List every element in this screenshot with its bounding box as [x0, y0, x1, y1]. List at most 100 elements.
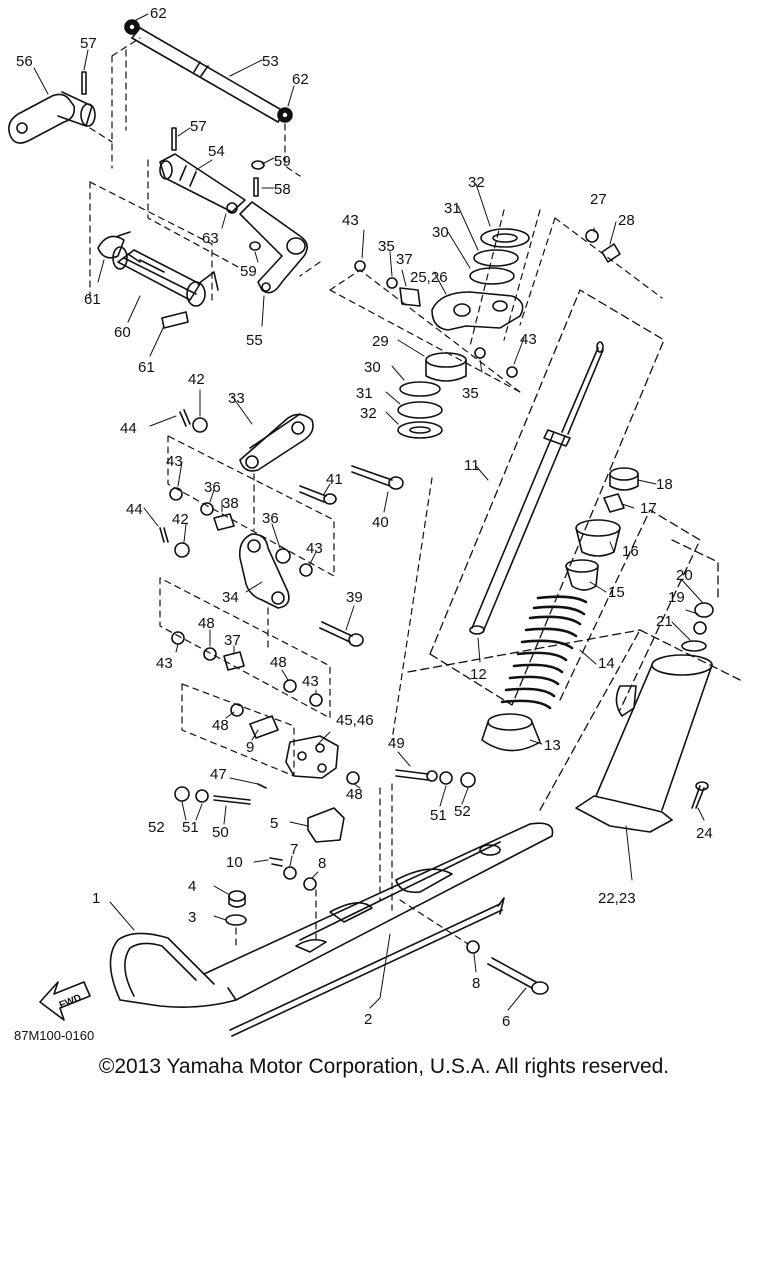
callout-16: 16: [622, 543, 639, 560]
callout-6: 6: [502, 1013, 510, 1030]
callout-36a: 36: [204, 479, 221, 496]
collar-38: [213, 513, 235, 531]
callout-11: 11: [464, 457, 480, 474]
pin-44-low: [159, 527, 169, 543]
washer-51-right: [439, 771, 453, 785]
callout-31a: 31: [444, 200, 461, 217]
callout-35a: 35: [378, 238, 395, 255]
callout-42a: 42: [188, 371, 205, 388]
callout-48c: 48: [212, 717, 229, 734]
bushing-29: [425, 352, 467, 382]
link-34: [238, 533, 290, 609]
bump-stop-17: [603, 493, 625, 513]
callout-59a: 59: [274, 153, 291, 170]
callout-35b: 35: [462, 385, 479, 402]
link-33: [239, 413, 314, 472]
callout-30b: 30: [364, 359, 381, 376]
mount-45-46: [285, 735, 339, 779]
callout-51b: 51: [430, 807, 447, 824]
bushing-48-a: [203, 647, 217, 661]
callout-5: 5: [270, 815, 278, 832]
bolt-40: [351, 465, 404, 490]
callout-43d: 43: [306, 540, 323, 557]
nut-43-a: [169, 487, 183, 501]
callout-3: 3: [188, 909, 196, 926]
callout-59b: 59: [240, 263, 257, 280]
callout-7: 7: [290, 841, 298, 858]
callout-50: 50: [212, 824, 229, 841]
callout-43f: 43: [302, 673, 319, 690]
seat-18: [609, 467, 639, 491]
callout-61b: 61: [138, 359, 155, 376]
collar-9: [249, 715, 279, 739]
pin-57-mid: [171, 127, 177, 151]
callout-36b: 36: [262, 510, 279, 527]
shock-group-11: [407, 289, 665, 706]
nut-43-c: [171, 631, 185, 645]
washer-19: [693, 621, 707, 635]
callout-40: 40: [372, 514, 389, 531]
shaft-54: [159, 153, 246, 213]
callout-43c: 43: [166, 453, 183, 470]
nut-52-right: [460, 772, 476, 788]
callout-48d: 48: [346, 786, 363, 803]
nut-4: [228, 890, 246, 908]
bushing-48-d: [346, 771, 360, 785]
upper-cluster-lines: [329, 209, 663, 393]
bolt-41: [299, 485, 337, 505]
nut-43-d: [309, 693, 323, 707]
pin-58: [253, 177, 259, 197]
callout-43e: 43: [156, 655, 173, 672]
callout-48a: 48: [198, 615, 215, 632]
callout-44a: 44: [120, 420, 137, 437]
callout-42b: 42: [172, 511, 189, 528]
callout-51a: 51: [182, 819, 199, 836]
pin-57-left: [81, 71, 87, 95]
callout-45-46: 45,46: [336, 712, 374, 729]
callout-4: 4: [188, 878, 196, 895]
nut-43-b: [299, 563, 313, 577]
washer-3: [225, 914, 247, 926]
callout-53: 53: [262, 53, 279, 70]
callout-10: 10: [226, 854, 243, 871]
callout-38: 38: [222, 495, 239, 512]
ring-63: [226, 202, 238, 214]
grip-60: [112, 246, 219, 307]
parts-exploded-diagram: 1 2 3 4 5 6 7 8 8 9 10 11 12 13 14 15 16…: [8, 5, 741, 1043]
bushing-48-b: [283, 679, 297, 693]
callout-1: 1: [92, 890, 100, 907]
callout-12: 12: [470, 666, 487, 683]
callout-55: 55: [246, 332, 263, 349]
washer-21: [681, 640, 707, 652]
shock-rod-12: [469, 341, 604, 635]
callout-25-26: 25,26: [410, 269, 448, 286]
callout-43b: 43: [520, 331, 537, 348]
nut-35-low: [474, 347, 486, 359]
callout-41: 41: [326, 471, 343, 488]
callout-33: 33: [228, 390, 245, 407]
bolt-39: [319, 621, 364, 647]
callout-2: 2: [364, 1011, 372, 1028]
bolt-49: [395, 769, 438, 782]
callout-44b: 44: [126, 501, 143, 518]
ski-group-lines: [235, 783, 469, 949]
callout-22-23: 22,23: [598, 890, 636, 907]
callout-numbers: 1 2 3 4 5 6 7 8 8 9 10 11 12 13 14 15 16…: [16, 5, 713, 1030]
copyright-notice: ©2013 Yamaha Motor Corporation, U.S.A. A…: [98, 1055, 670, 1078]
callout-32a: 32: [468, 174, 485, 191]
callout-20: 20: [676, 567, 693, 584]
collar-37-top: [399, 287, 421, 307]
callout-8a: 8: [318, 855, 326, 872]
damper-group-lines: [539, 509, 741, 811]
callout-15: 15: [608, 584, 625, 601]
callout-19: 19: [668, 589, 685, 606]
bolt-6: [487, 957, 549, 995]
callout-60: 60: [114, 324, 131, 341]
callout-24: 24: [696, 825, 713, 842]
nut-27: [585, 229, 599, 243]
washer-31-top: [473, 249, 519, 267]
nut-52-left: [174, 786, 190, 802]
bracket-25-26: [431, 291, 524, 331]
callout-14: 14: [598, 655, 615, 672]
bolt-62-right: [277, 107, 293, 123]
